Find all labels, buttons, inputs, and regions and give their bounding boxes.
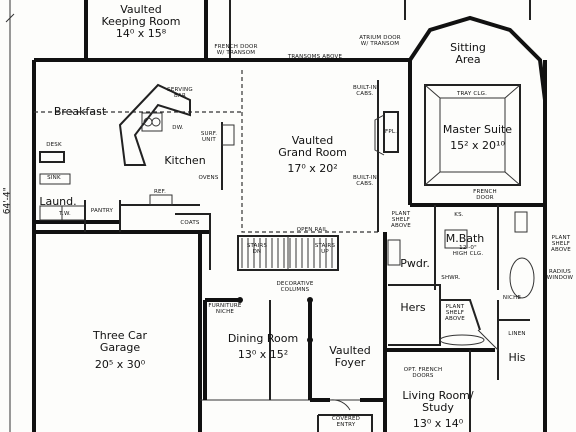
room-mbath-name: M.Bath [445, 232, 485, 245]
tray-ceiling [424, 84, 521, 186]
label-ks: KS. [454, 212, 464, 218]
stairs [237, 235, 339, 271]
label-overall-dimension: 64'-4" [2, 187, 13, 215]
room-powder-name: Pwdr. [400, 257, 430, 270]
label-linen: LINEN [508, 331, 526, 337]
label-fpl: FPL. [384, 129, 398, 135]
room-garage-dim: 20⁵ x 30⁰ [94, 358, 146, 371]
label-ref: REF. [153, 189, 167, 195]
sitting-area-wall [408, 15, 547, 101]
room-living-name: Living Room/Study [402, 389, 474, 414]
room-dining-dim: 13⁰ x 15² [237, 348, 289, 361]
label-niche: NICHE [502, 295, 522, 301]
label-tw: T.W. [59, 211, 71, 217]
desk [39, 151, 65, 163]
room-breakfast-name: Breakfast [53, 105, 107, 118]
label-open-rail: OPEN RAIL [296, 227, 328, 233]
room-mbath-note: 12'-0"HIGH CLG. [452, 245, 484, 257]
label-shwr: SHWR. [441, 275, 461, 281]
room-keeping-dim: 14⁰ x 15⁸ [115, 27, 167, 40]
label-tray-clg: TRAY CLG. [456, 91, 488, 97]
label-transoms-above: TRANSOMS ABOVE [287, 54, 343, 60]
room-kitchen-name: Kitchen [164, 154, 206, 167]
label-dw: DW. [172, 125, 184, 131]
room-living-dim: 13⁰ x 14⁰ [412, 417, 464, 430]
label-sink: SINK [47, 175, 61, 181]
label-surf-unit: SURF.UNIT [200, 131, 218, 143]
room-laundry-name: Laund. [39, 195, 77, 208]
room-master-name: Master Suite [442, 123, 513, 136]
label-ovens: OVENS [198, 175, 219, 181]
room-grand-dim: 17⁰ x 20² [287, 162, 338, 175]
grand-room-boundary [241, 70, 378, 233]
label-pantry: PANTRY [90, 208, 114, 214]
label-desk: DESK [46, 142, 62, 148]
room-hers-name: Hers [400, 301, 426, 314]
room-his-name: His [508, 351, 526, 364]
serving-bar [118, 83, 191, 166]
label-coats: COATS [180, 220, 200, 226]
room-master-dim: 15² x 20¹⁰ [450, 139, 505, 152]
room-dining-name: Dining Room [227, 332, 299, 345]
